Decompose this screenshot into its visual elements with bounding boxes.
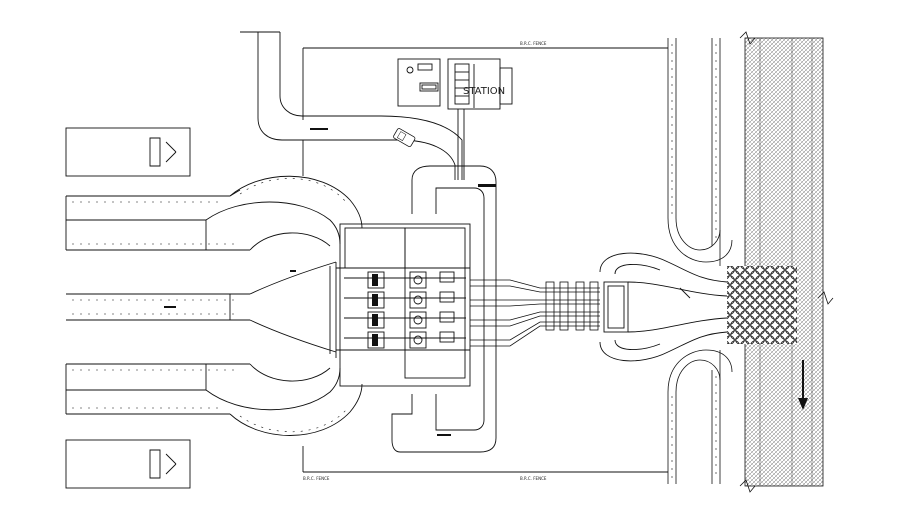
station-building — [397, 58, 513, 180]
fence-label-bottom-right: B.R.C. FENCE — [520, 476, 547, 481]
penstocks — [470, 279, 600, 347]
station-label: STATION — [463, 86, 505, 97]
access-road — [240, 31, 463, 180]
tailrace-loop — [391, 165, 497, 453]
fence-label-top: B.R.C. FENCE — [520, 41, 547, 46]
tag-marks — [164, 128, 496, 436]
bank-road — [667, 38, 733, 484]
fence-label-bottom-left: B.R.C. FENCE — [303, 476, 330, 481]
road-ticks — [72, 44, 717, 480]
flow-arrow-icon — [798, 360, 808, 410]
river — [739, 31, 834, 493]
riprap — [727, 266, 797, 344]
site-fence — [302, 47, 668, 473]
powerhouse — [329, 223, 471, 387]
left-roads — [65, 127, 363, 489]
turbine-units — [372, 274, 378, 346]
car-icon — [393, 128, 416, 147]
intake-structure — [599, 252, 728, 362]
